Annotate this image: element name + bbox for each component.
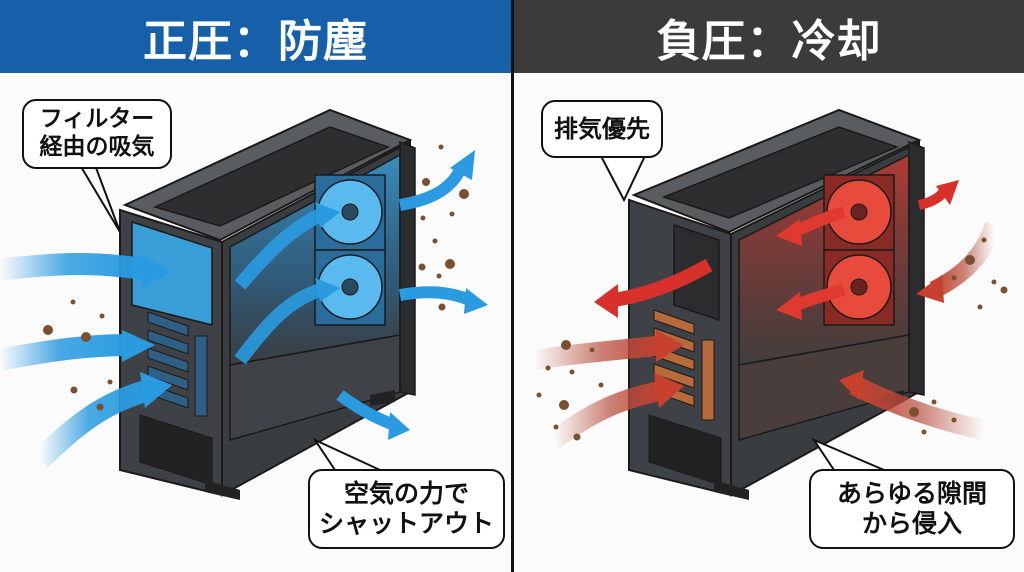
negative-pressure-title: 負圧：冷却 bbox=[656, 15, 882, 67]
exhaust-priority-callout: 排気優先 bbox=[541, 100, 663, 158]
airflow-arrow-icon bbox=[0, 150, 488, 468]
positive-pressure-panel: 正圧：防塵 bbox=[0, 0, 511, 572]
fan-icon bbox=[823, 174, 895, 326]
filter-intake-callout: フィルター 経由の吸気 bbox=[22, 99, 172, 169]
gap-ingress-callout: あらゆる隙間 から侵入 bbox=[809, 469, 1015, 549]
air-shutout-callout: 空気の力で シャットアウト bbox=[308, 469, 505, 549]
panel-divider bbox=[511, 0, 514, 572]
positive-pressure-header: 正圧：防塵 bbox=[0, 0, 511, 73]
dust-particle-icon bbox=[43, 144, 469, 411]
pc-case-positive-pressure-icon bbox=[0, 108, 488, 500]
fan-icon bbox=[314, 174, 386, 326]
pc-case-negative-pressure-icon bbox=[532, 108, 1008, 500]
dust-particle-icon bbox=[536, 237, 1008, 441]
airflow-arrow-icon bbox=[532, 180, 1003, 449]
negative-pressure-panel: 負圧：冷却 bbox=[514, 0, 1024, 572]
negative-pressure-header: 負圧：冷却 bbox=[514, 0, 1024, 73]
positive-pressure-title: 正圧：防塵 bbox=[143, 15, 368, 67]
